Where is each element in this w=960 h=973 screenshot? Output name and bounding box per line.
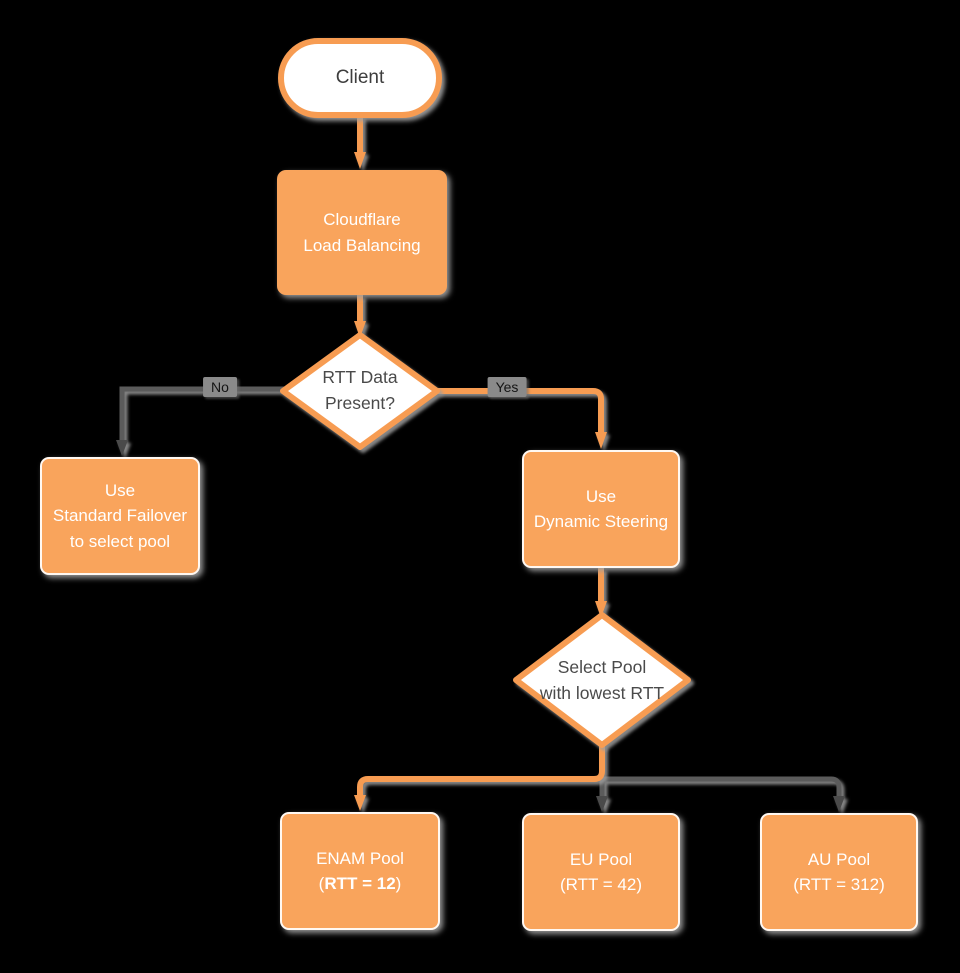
au-pool-line2: (RTT = 312): [793, 875, 885, 894]
arrowhead-to-rtt-decision: [354, 321, 366, 338]
select-pool-diamond: [513, 612, 691, 748]
client-node: Client: [278, 38, 442, 118]
rtt-decision-label: RTT Data Present?: [280, 364, 440, 417]
enam-rtt-value: RTT = 12: [324, 874, 396, 893]
arrowhead-to-lb: [354, 152, 366, 169]
arrowhead-to-enam-pool: [354, 795, 366, 811]
enam-pool-node: ENAM Pool (RTT = 12): [280, 812, 440, 930]
rtt-decision-line1: RTT Data: [322, 367, 398, 387]
connector-to-au-pool: [602, 776, 845, 812]
select-pool-line2: with lowest RTT: [539, 683, 665, 704]
eu-pool-line1: EU Pool: [569, 849, 633, 869]
load-balancing-label-line1: Cloudflare: [323, 210, 401, 229]
standard-failover-node: Use Standard Failover to select pool: [40, 457, 200, 575]
connector-client-to-lb: [354, 116, 366, 169]
connector-no-branch: [116, 386, 284, 456]
arrowhead-to-eu-pool: [596, 796, 608, 812]
enam-pool-line1: ENAM Pool: [316, 848, 404, 868]
edge-label-no: No: [203, 377, 237, 397]
au-pool-line1: AU Pool: [807, 849, 871, 869]
standard-failover-line2: Standard Failover: [52, 506, 188, 526]
dynamic-steering-line1: Use: [585, 486, 617, 506]
eu-pool-node: EU Pool (RTT = 42): [522, 813, 680, 931]
connector-to-eu-pool: [596, 779, 608, 812]
connector-yes-branch: [437, 388, 607, 449]
load-balancing-node: Cloudflare Load Balancing: [277, 170, 447, 295]
load-balancing-label-line2: Load Balancing: [303, 235, 421, 255]
arrowhead-to-standard-failover: [116, 440, 128, 456]
connector-lb-to-rtt-decision: [354, 295, 366, 338]
dynamic-steering-node: Use Dynamic Steering: [522, 450, 680, 568]
au-pool-node: AU Pool (RTT = 312): [760, 813, 918, 931]
arrowhead-to-dynamic-steering: [595, 432, 607, 449]
eu-pool-line2: (RTT = 42): [559, 875, 643, 894]
arrowhead-to-select-pool: [595, 601, 607, 618]
standard-failover-line3: to select pool: [69, 531, 171, 551]
select-pool-label: Select Pool with lowest RTT: [512, 654, 692, 707]
standard-failover-line1: Use: [104, 480, 136, 500]
client-label: Client: [335, 67, 385, 88]
connector-steering-to-select-pool: [595, 568, 607, 618]
select-pool-line1: Select Pool: [557, 657, 647, 677]
connector-to-enam-pool: [354, 745, 605, 811]
rtt-decision-diamond: [280, 332, 440, 450]
dynamic-steering-line2: Dynamic Steering: [533, 512, 669, 531]
arrowhead-to-au-pool: [833, 796, 845, 812]
edge-label-yes: Yes: [487, 377, 527, 397]
enam-pool-line2: (RTT = 12): [318, 874, 402, 893]
rtt-decision-line2: Present?: [324, 393, 396, 414]
